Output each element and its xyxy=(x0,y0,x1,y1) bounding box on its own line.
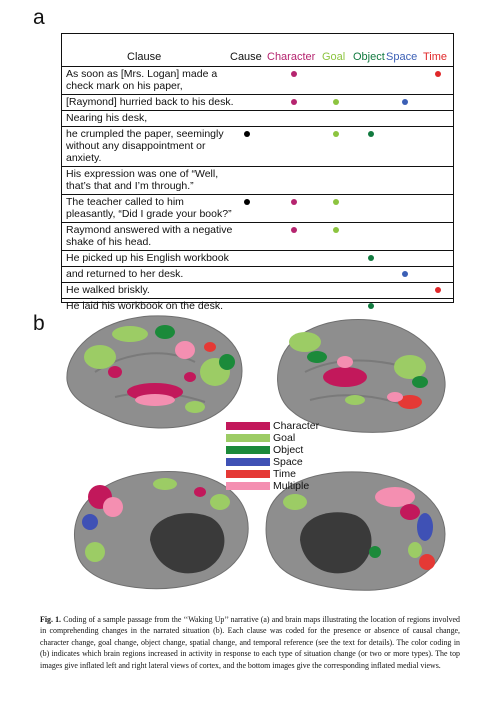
legend-swatch xyxy=(226,458,270,466)
legend-swatch xyxy=(226,434,270,442)
coding-dot-cause xyxy=(244,199,250,205)
coding-dot-time xyxy=(435,287,441,293)
clause-line: The teacher called to him xyxy=(66,196,184,208)
legend-swatch xyxy=(226,470,270,478)
coding-dot-object xyxy=(368,255,374,261)
coding-dot-character xyxy=(291,71,297,77)
brain-medial-right xyxy=(265,471,446,591)
legend-label: Multiple xyxy=(273,480,310,492)
coding-dot-character xyxy=(291,199,297,205)
table-row-clause: and returned to her desk. xyxy=(66,268,241,280)
row-divider xyxy=(62,94,453,95)
clause-line: He picked up his English workbook xyxy=(66,252,229,264)
legend-swatch xyxy=(226,446,270,454)
panel-a-label: a xyxy=(33,6,45,29)
clause-line: He walked briskly. xyxy=(66,284,150,296)
clause-line: His expression was one of “Well, xyxy=(66,168,219,180)
table-row-clause: His expression was one of “Well,that’s t… xyxy=(66,168,241,192)
coding-dot-character xyxy=(291,99,297,105)
clause-line: he crumpled the paper, seemingly xyxy=(66,128,224,140)
coding-dot-goal xyxy=(333,99,339,105)
legend-label: Object xyxy=(273,444,304,456)
row-divider xyxy=(62,194,453,195)
column-header-cause: Cause xyxy=(230,51,262,63)
row-divider xyxy=(62,222,453,223)
clause-line: that’s that and I’m through.” xyxy=(66,180,194,192)
clause-line: shake of his head. xyxy=(66,236,152,248)
clause-line: anxiety. xyxy=(66,152,102,164)
activation-blobs-medial-right xyxy=(283,487,435,570)
legend-swatch xyxy=(226,422,270,430)
legend-swatch xyxy=(226,482,270,490)
row-divider xyxy=(62,282,453,283)
row-divider xyxy=(62,126,453,127)
brain-lateral-left xyxy=(66,315,243,429)
legend-label: Space xyxy=(273,456,303,468)
row-divider xyxy=(62,250,453,251)
table-row-clause: He laid his workbook on the desk. xyxy=(66,300,241,312)
coding-dot-goal xyxy=(333,131,339,137)
column-header-character: Character xyxy=(267,51,316,63)
coding-dot-character xyxy=(291,227,297,233)
clause-line: Raymond answered with a negative xyxy=(66,224,233,236)
clause-line: Nearing his desk, xyxy=(66,112,148,124)
coding-dot-space xyxy=(402,99,408,105)
table-row-clause: [Raymond] hurried back to his desk. xyxy=(66,96,241,108)
coding-dot-goal xyxy=(333,227,339,233)
coding-dot-time xyxy=(435,71,441,77)
brain-medial-left xyxy=(73,470,249,590)
coding-dot-object xyxy=(368,131,374,137)
row-divider xyxy=(62,298,453,299)
coding-dot-cause xyxy=(244,131,250,137)
clause-line: check mark on his paper, xyxy=(66,80,183,92)
legend-label: Goal xyxy=(273,432,296,444)
caption-text: Coding of a sample passage from the ‘‘Wa… xyxy=(40,615,460,670)
clause-line: [Raymond] hurried back to his desk. xyxy=(66,96,234,108)
column-header-clause: Clause xyxy=(127,51,162,63)
clause-line: pleasantly, “Did I grade your book?” xyxy=(66,208,232,220)
clause-line: without any disappointment or xyxy=(66,140,206,152)
legend-label: Character xyxy=(273,420,320,432)
caption-fig-label: Fig. 1. xyxy=(40,615,62,624)
column-header-time: Time xyxy=(423,51,448,63)
panel-b-label: b xyxy=(33,312,45,335)
row-divider xyxy=(62,66,453,67)
legend-label: Time xyxy=(273,468,296,480)
column-header-object: Object xyxy=(353,51,385,63)
activation-blobs-medial-left xyxy=(82,478,230,562)
activation-blobs-left xyxy=(84,325,235,413)
column-header-space: Space xyxy=(386,51,418,63)
activation-blobs-right xyxy=(289,332,428,409)
column-header-goal: Goal xyxy=(322,51,346,63)
brain-maps xyxy=(66,315,446,591)
coding-dot-space xyxy=(402,271,408,277)
brain-lateral-right xyxy=(277,319,446,433)
coding-dot-object xyxy=(368,303,374,309)
figure-caption: Fig. 1. Coding of a sample passage from … xyxy=(40,614,460,671)
table-row-clause: He walked briskly. xyxy=(66,284,241,296)
row-divider xyxy=(62,266,453,267)
clause-line: As soon as [Mrs. Logan] made a xyxy=(66,68,218,80)
clause-line: and returned to her desk. xyxy=(66,268,184,280)
row-divider xyxy=(62,166,453,167)
row-divider xyxy=(62,110,453,111)
clause-line: He laid his workbook on the desk. xyxy=(66,300,224,312)
table-row-clause: Nearing his desk, xyxy=(66,112,241,124)
table-row-clause: He picked up his English workbook xyxy=(66,252,241,264)
coding-dot-goal xyxy=(333,199,339,205)
